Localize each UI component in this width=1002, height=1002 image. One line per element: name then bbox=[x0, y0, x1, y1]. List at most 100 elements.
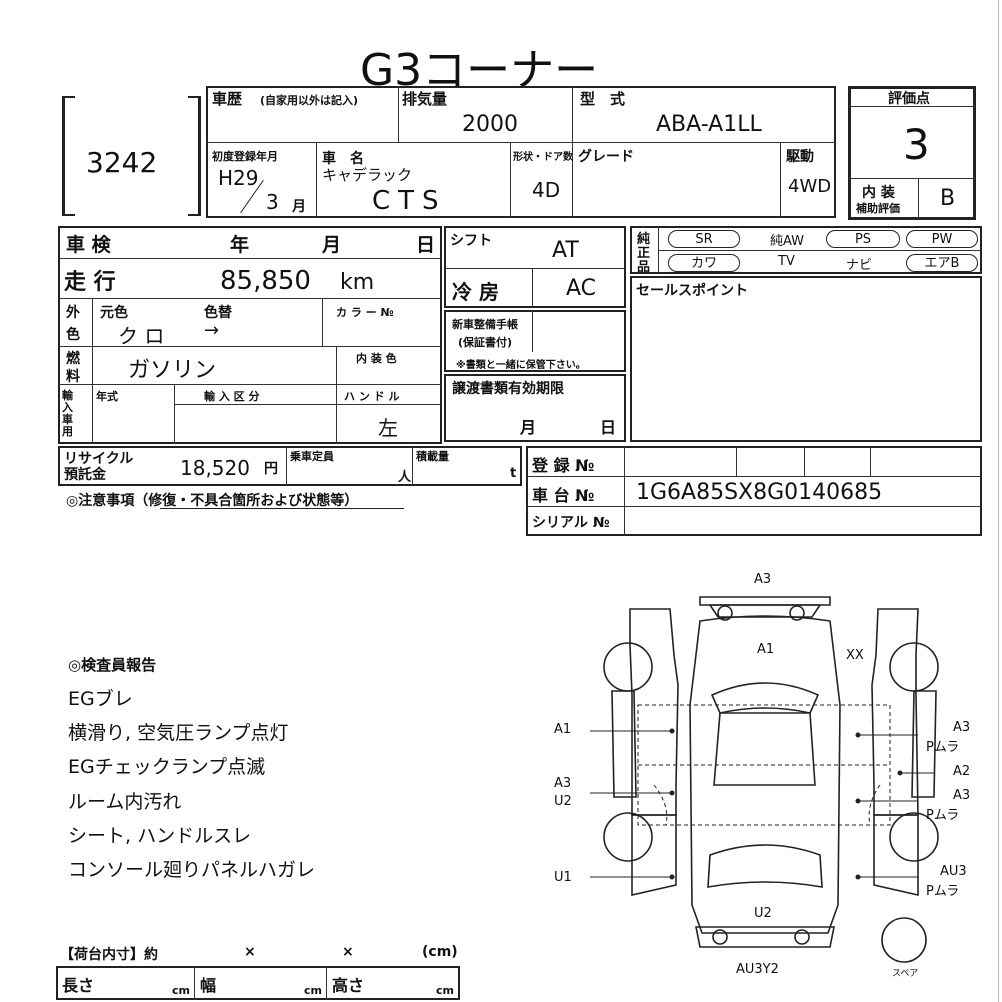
divider bbox=[658, 226, 659, 274]
mileage-value: 85,850 bbox=[220, 266, 311, 296]
cargo-label: 【荷台内寸】約 bbox=[60, 947, 158, 963]
divider bbox=[326, 966, 327, 1000]
car-name-label: 車 名 bbox=[322, 151, 364, 167]
inspection-month: 月 bbox=[322, 234, 342, 256]
service-book-label: 新車整備手帳 bbox=[452, 318, 518, 331]
mileage-unit: km bbox=[340, 270, 375, 295]
first-reg-year: H29 bbox=[218, 166, 259, 190]
model-type-label: 型 式 bbox=[580, 90, 626, 108]
page-frame-right bbox=[998, 0, 999, 1002]
body-doors-label: 形状・ドア数 bbox=[513, 152, 573, 163]
diagram-label-xx: XX bbox=[846, 648, 864, 663]
cargo-length: 長さ bbox=[62, 976, 95, 995]
divider bbox=[322, 298, 323, 346]
cargo-cm-head: (cm) bbox=[422, 944, 458, 960]
color-label-a: 外 bbox=[66, 305, 80, 321]
import-label: 輸入車用 bbox=[62, 389, 73, 438]
service-book-box bbox=[444, 310, 626, 372]
divider bbox=[850, 106, 974, 107]
cargo-height: 高さ bbox=[332, 976, 365, 995]
import-handle-value: 左 bbox=[378, 416, 398, 440]
doc-expiry-day: 日 bbox=[600, 418, 617, 437]
divider bbox=[58, 258, 442, 259]
recycle-grid bbox=[58, 446, 522, 486]
load-unit: t bbox=[510, 466, 517, 481]
inspector-note: EGブレ bbox=[68, 688, 133, 710]
inspector-note: EGチェックランプ点滅 bbox=[68, 756, 266, 778]
serial-label: シリアル № bbox=[532, 515, 610, 531]
import-category: 輸 入 区 分 bbox=[204, 390, 260, 403]
divider bbox=[286, 446, 287, 486]
cargo-length-cm: cm bbox=[172, 984, 190, 997]
sales-point-box bbox=[630, 276, 982, 442]
first-reg-label: 初度登録年月 bbox=[212, 150, 278, 163]
recycle-unit: 円 bbox=[264, 461, 278, 477]
divider bbox=[444, 268, 626, 269]
lot-bracket-right bbox=[188, 96, 201, 216]
divider bbox=[398, 86, 399, 142]
score-value: 3 bbox=[903, 120, 930, 169]
color-original-label: 元色 bbox=[100, 305, 128, 321]
divider bbox=[510, 142, 511, 218]
divider bbox=[918, 178, 919, 218]
shift-label: シフト bbox=[450, 233, 492, 249]
color-value: ク ロ bbox=[118, 324, 165, 348]
capacity-unit: 人 bbox=[398, 470, 412, 485]
caution-underline bbox=[160, 508, 404, 509]
diagram-label-right-front-b: Pムラ bbox=[926, 740, 960, 755]
main-info-grid bbox=[58, 226, 442, 444]
equipment-label-3: 品 bbox=[637, 260, 651, 275]
equip-sr: SR bbox=[668, 230, 740, 248]
divider bbox=[174, 384, 175, 444]
mileage-label: 走 行 bbox=[64, 270, 116, 295]
fuel-label-b: 料 bbox=[66, 369, 80, 385]
divider bbox=[572, 86, 573, 218]
shift-aircon-grid bbox=[444, 226, 626, 308]
recycle-value: 18,520 bbox=[180, 456, 250, 480]
cargo-width-cm: cm bbox=[304, 984, 322, 997]
divider bbox=[58, 298, 442, 299]
drive-value: 4WD bbox=[788, 176, 832, 197]
diagram-label-hood: A1 bbox=[757, 642, 775, 657]
doc-expiry-month: 月 bbox=[520, 418, 537, 437]
displacement-label: 排気量 bbox=[402, 90, 448, 108]
inspector-note: シート, ハンドルスレ bbox=[68, 825, 252, 847]
diagram-label-front: A3 bbox=[754, 572, 772, 587]
divider bbox=[658, 250, 982, 251]
history-sub: (自家用以外は記入) bbox=[260, 94, 359, 107]
inspector-note: 横滑り, 空気圧ランプ点灯 bbox=[68, 722, 289, 744]
diagram-label-left-front: A1 bbox=[554, 722, 572, 737]
equip-ps: PS bbox=[826, 230, 900, 248]
inspection-year: 年 bbox=[230, 234, 250, 256]
aircon-value: AC bbox=[566, 276, 597, 301]
body-doors-value: 4D bbox=[532, 178, 561, 202]
top-info-grid bbox=[206, 86, 836, 218]
cargo-width: 幅 bbox=[200, 976, 217, 995]
interior-color-label: 内 装 色 bbox=[356, 352, 397, 365]
displacement-value: 2000 bbox=[462, 112, 518, 137]
capacity-label: 乗車定員 bbox=[290, 450, 334, 463]
caution-label: ◎注意事項（修復・不具合箇所および状態等） bbox=[66, 493, 359, 509]
import-year: 年式 bbox=[96, 390, 118, 403]
equip-aw: 純AW bbox=[770, 234, 805, 249]
drive-label: 駆動 bbox=[786, 149, 814, 165]
doc-expiry-label: 譲渡書類有効期限 bbox=[452, 381, 564, 397]
service-book-sub: (保証書付) bbox=[458, 336, 513, 349]
equipment-label-2: 正 bbox=[637, 246, 651, 261]
diagram-label-left-rear-b: U2 bbox=[554, 794, 572, 809]
diagram-label-left-rear-a: A3 bbox=[554, 776, 572, 791]
lot-number: 3242 bbox=[86, 146, 158, 179]
divider bbox=[870, 446, 871, 476]
registration-label: 登 録 № bbox=[532, 456, 595, 475]
divider bbox=[58, 384, 442, 385]
import-handle-label: ハ ン ド ル bbox=[344, 390, 400, 403]
equip-leather: カワ bbox=[668, 254, 740, 272]
divider bbox=[780, 142, 781, 218]
color-label-b: 色 bbox=[66, 327, 80, 343]
model-type-value: ABA-A1LL bbox=[656, 112, 762, 137]
inspection-label: 車 検 bbox=[66, 234, 111, 256]
diagram-label-rear: AU3Y2 bbox=[736, 962, 779, 977]
history-label: 車歴 bbox=[212, 90, 243, 108]
color-no-label: カ ラ ー № bbox=[336, 306, 394, 319]
chassis-label: 車 台 № bbox=[532, 486, 595, 505]
